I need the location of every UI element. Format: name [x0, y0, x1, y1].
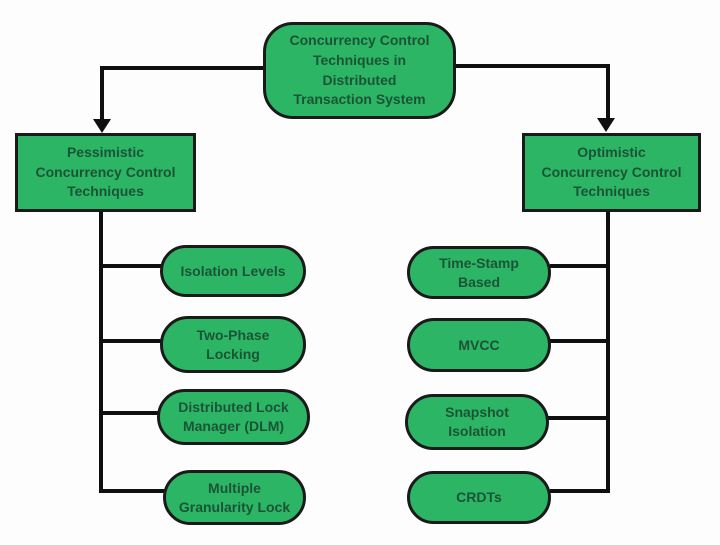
connector-right-crdts: [550, 489, 608, 493]
leaf-node-crdts: CRDTs: [407, 471, 551, 524]
leaf-node-distributed-lock-manager: Distributed Lock Manager (DLM): [157, 389, 310, 445]
leaf-node-snapshot-isolation: Snapshot Isolation: [405, 394, 549, 450]
arrowhead-down-left-icon: [93, 119, 111, 133]
connector-left-isolation-levels: [101, 264, 161, 268]
leaf-node-multiple-granularity-lock: Multiple Granularity Lock: [163, 470, 306, 525]
branch-node-pessimistic: Pessimistic Concurrency Control Techniqu…: [15, 133, 196, 212]
leaf-node-isolation-levels: Isolation Levels: [160, 245, 306, 297]
connector-root-to-left-vertical: [100, 66, 104, 120]
leaf-node-mvcc: MVCC: [407, 318, 551, 372]
leaf-node-two-phase-locking: Two-Phase Locking: [160, 316, 306, 373]
root-node-concurrency-control: Concurrency Control Techniques in Distri…: [263, 22, 456, 119]
connector-root-to-left-horizontal: [102, 66, 263, 70]
connector-right-snapshot-isolation: [548, 416, 608, 420]
connector-right-mvcc: [550, 339, 608, 343]
trunk-right-vertical: [606, 212, 610, 493]
trunk-left-vertical: [99, 212, 103, 493]
connector-left-dlm: [101, 411, 159, 415]
connector-left-multiple-granularity: [101, 489, 165, 493]
connector-root-to-right-vertical: [606, 64, 610, 119]
arrowhead-down-right-icon: [597, 118, 615, 132]
leaf-node-time-stamp-based: Time-Stamp Based: [407, 246, 551, 299]
branch-node-optimistic: Optimistic Concurrency Control Technique…: [522, 133, 701, 212]
connector-right-time-stamp: [550, 264, 608, 268]
connector-root-to-right-horizontal: [456, 64, 610, 68]
connector-left-two-phase-locking: [101, 339, 161, 343]
